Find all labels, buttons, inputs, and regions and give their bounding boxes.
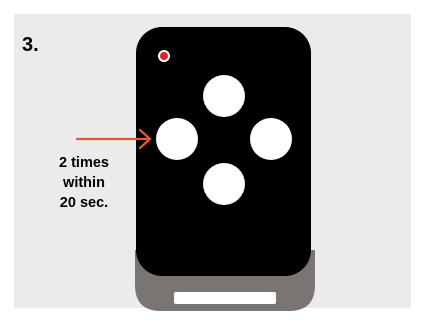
bottom-button	[203, 163, 245, 205]
remote-slot	[174, 292, 276, 304]
left-button	[156, 118, 198, 160]
led-indicator	[159, 51, 169, 61]
right-button	[250, 118, 292, 160]
top-button	[203, 75, 245, 117]
